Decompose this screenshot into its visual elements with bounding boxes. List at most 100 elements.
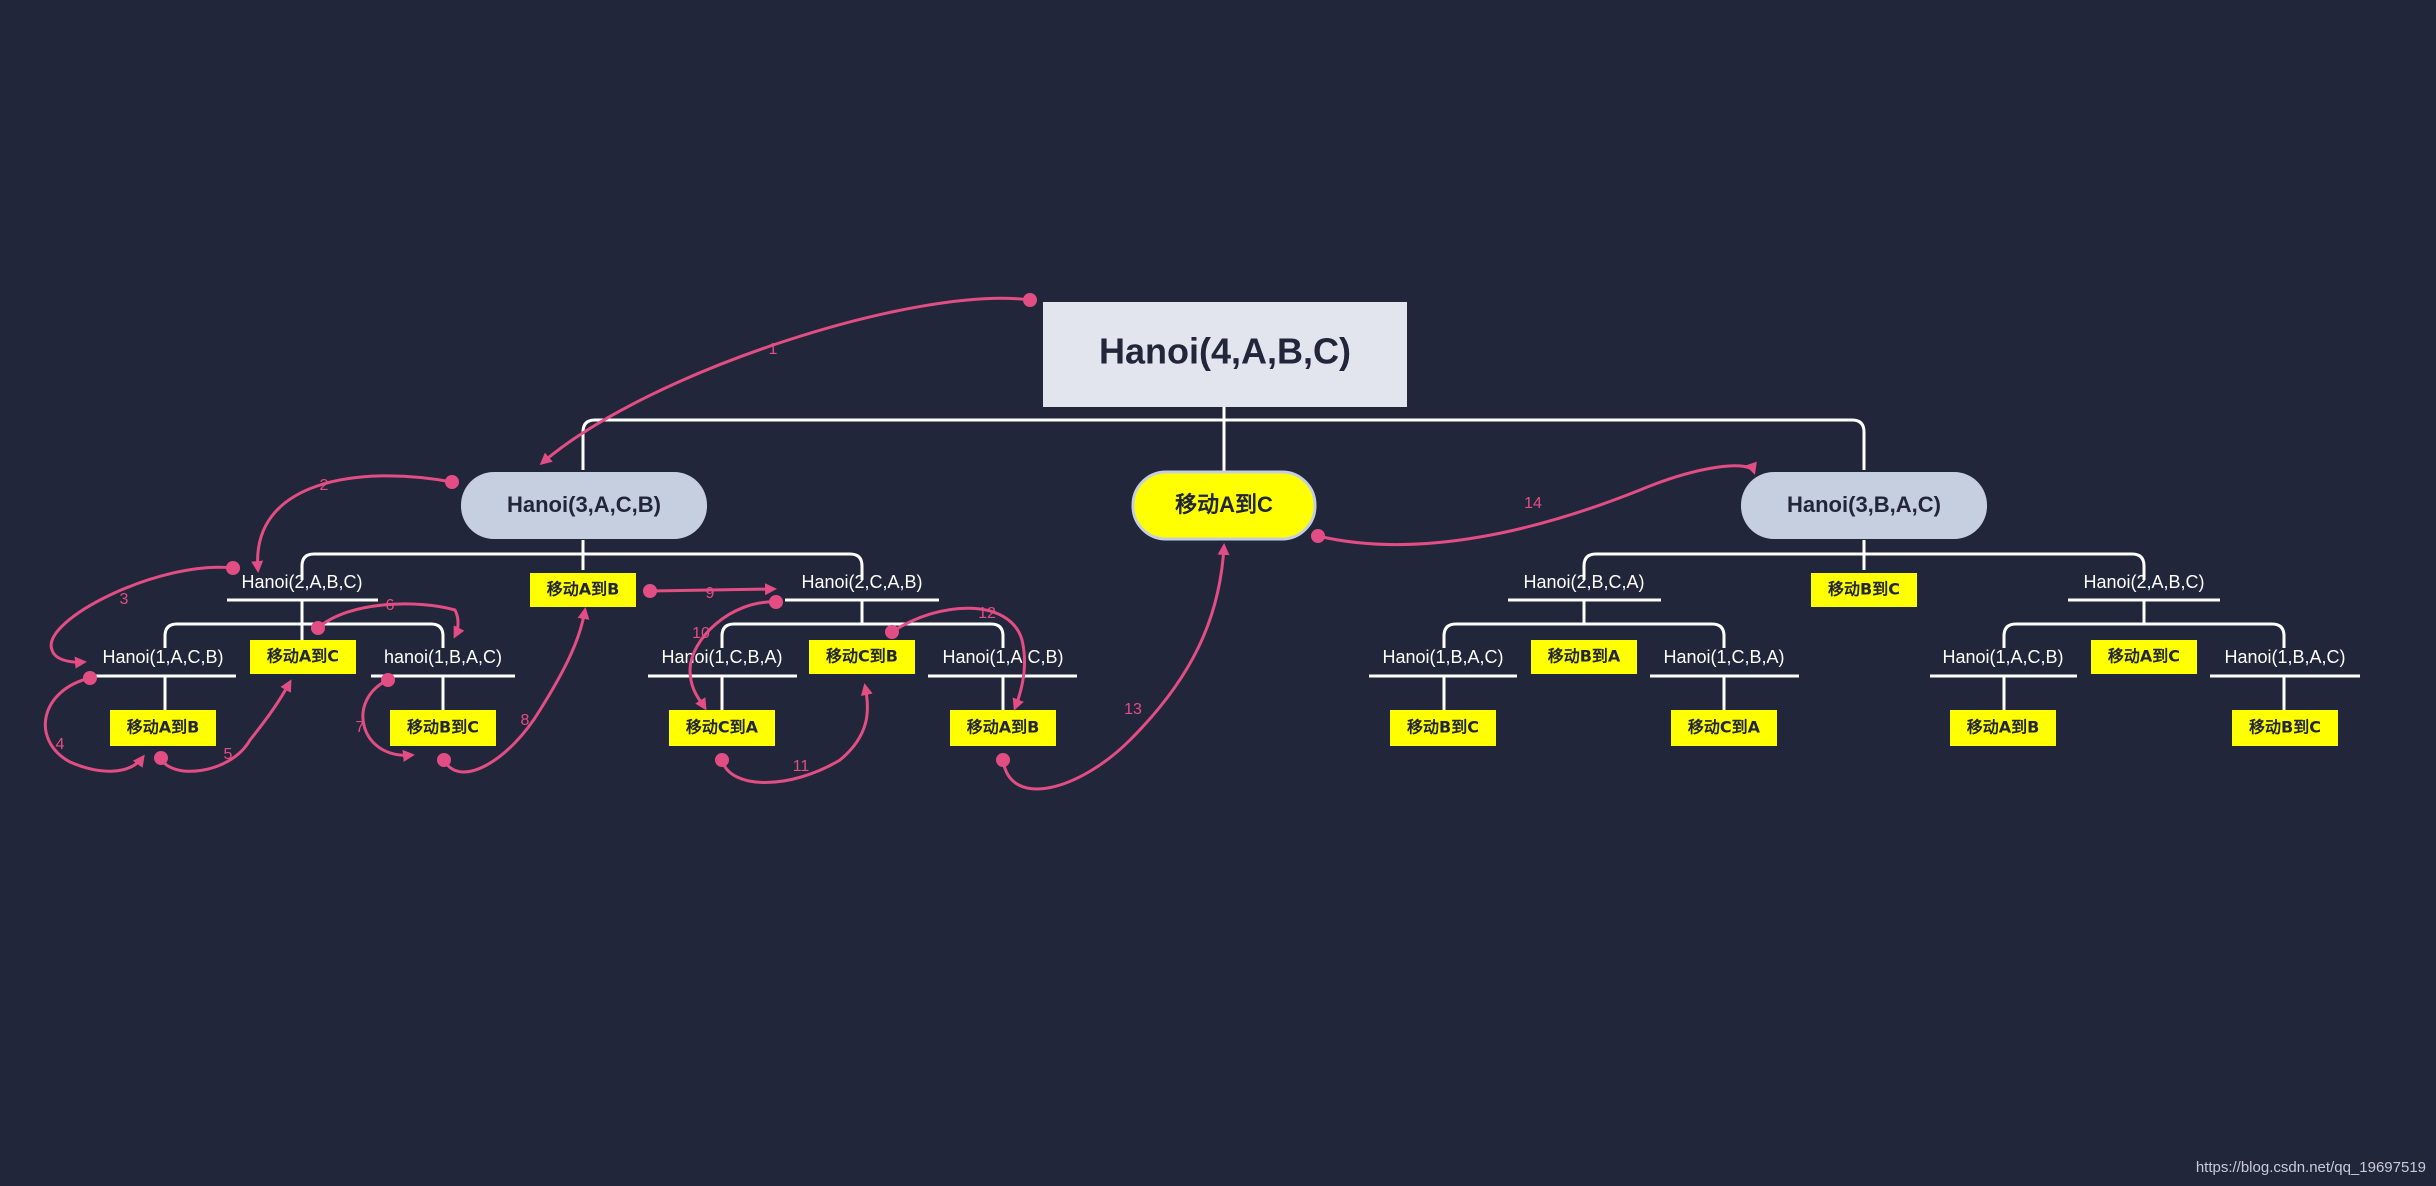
move-node[interactable]: 移动C到B [809,640,915,674]
arrow-start-dots [83,293,1325,767]
step-number: 14 [1524,495,1542,512]
move-node[interactable]: 移动B到A [1531,640,1637,674]
move-node-box [809,640,915,674]
move-leaf-label: 移动B到C [2249,718,2321,737]
move-leaf-label: 移动C到A [686,718,759,737]
arrow-step-7 [361,678,415,762]
watermark-url: https://blog.csdn.net/qq_19697519 [2195,1159,2426,1176]
step-number: 5 [224,746,233,763]
step-numbers: 1 2 3 4 5 6 7 8 9 10 11 12 13 14 [56,341,1542,775]
level1-node-hanoi-3-bac[interactable]: Hanoi(3,B,A,C) [1741,472,1987,539]
arrow-step-10 [688,600,777,711]
move-leaf-label: 移动A到B [127,718,200,737]
step-number: 13 [1124,701,1142,718]
step-number: 9 [706,585,715,602]
move-node[interactable]: 移动A到B [530,573,636,607]
move-node-box [1811,573,1917,607]
arrow-step-6 [317,602,465,639]
move-leaf-box [390,710,496,746]
root-node-box [1043,302,1407,407]
step-number: 7 [356,719,365,736]
arrow-step-1 [539,296,1031,465]
call-node-label[interactable]: Hanoi(1,A,C,B) [1942,647,2063,667]
move-leaf[interactable]: 移动A到B [110,710,216,746]
call-node-label[interactable]: Hanoi(2,B,C,A) [1523,572,1644,592]
move-leaf-box [1390,710,1496,746]
arrow-step-8 [442,607,590,774]
move-node-label: 移动B到A [1548,647,1621,666]
call-node-label[interactable]: Hanoi(1,A,C,B) [102,647,223,667]
move-leaf-box [950,710,1056,746]
move-node-label: 移动C到B [826,647,898,666]
move-node-box [250,640,356,674]
move-leaf-box [1671,710,1777,746]
call-node-label[interactable]: Hanoi(1,A,C,B) [942,647,1063,667]
arrow-step-9 [649,583,777,596]
move-node-label: 移动A到C [267,647,339,666]
move-leaf-label: 移动A到B [967,718,1040,737]
root-node[interactable]: Hanoi(4,A,B,C) [1043,302,1407,407]
move-leaf-label: 移动B到C [407,718,479,737]
move-leaf-label: 移动C到A [1688,718,1761,737]
arrow-step-3 [49,565,234,669]
call-node-label[interactable]: hanoi(1,B,A,C) [384,647,502,667]
move-node-box [530,573,636,607]
step-number: 12 [978,605,996,622]
move-node-box [2091,640,2197,674]
move-node[interactable]: 移动B到C [1811,573,1917,607]
arrow-step-14 [1317,461,1757,547]
move-leaf-label: 移动B到C [1407,718,1479,737]
move-leaf[interactable]: 移动C到A [669,710,775,746]
level1-node-move-a-c[interactable]: 移动A到C [1131,470,1317,541]
move-node-box [1531,640,1637,674]
call-node-label[interactable]: Hanoi(1,C,B,A) [661,647,782,667]
call-node-label[interactable]: Hanoi(2,C,A,B) [801,572,922,592]
level1-move-label: 移动A到C [1175,492,1273,517]
level1-node-hanoi-3-acb[interactable]: Hanoi(3,A,C,B) [461,472,707,539]
move-leaf-box [110,710,216,746]
move-leaf[interactable]: 移动B到C [390,710,496,746]
move-leaf[interactable]: 移动B到C [1390,710,1496,746]
step-number: 11 [793,758,810,775]
move-leaf[interactable]: 移动A到B [1950,710,2056,746]
level1-node-label: Hanoi(3,B,A,C) [1787,492,1941,517]
move-leaf-box [1950,710,2056,746]
step-number: 2 [320,477,329,494]
arrow-step-12 [891,606,1026,711]
move-node-label: 移动A到B [547,580,620,599]
move-node[interactable]: 移动A到C [2091,640,2197,674]
arrow-step-5 [159,679,292,773]
arrow-step-2 [251,474,453,573]
step-number: 1 [769,341,778,358]
call-node-label[interactable]: Hanoi(2,A,B,C) [2083,572,2204,592]
move-node[interactable]: 移动A到C [250,640,356,674]
level1-node-label: Hanoi(3,A,C,B) [507,492,661,517]
step-number: 6 [386,597,395,614]
move-node-label: 移动B到C [1828,580,1900,599]
level1-node-box [1741,472,1987,539]
move-leaf[interactable]: 移动A到B [950,710,1056,746]
call-node-label[interactable]: Hanoi(1,C,B,A) [1663,647,1784,667]
move-leaf-box [669,710,775,746]
arrow-step-13 [1001,543,1230,791]
step-number: 10 [692,625,710,642]
call-node-label[interactable]: Hanoi(2,A,B,C) [241,572,362,592]
move-leaf[interactable]: 移动C到A [1671,710,1777,746]
root-node-label: Hanoi(4,A,B,C) [1099,331,1351,372]
move-leaf[interactable]: 移动B到C [2232,710,2338,746]
call-node-label[interactable]: Hanoi(1,B,A,C) [2224,647,2345,667]
level1-node-box [461,472,707,539]
tree-connectors [95,407,2360,712]
arrow-step-4 [43,676,145,773]
arrow-step-11 [720,683,873,784]
move-leaf-box [2232,710,2338,746]
traversal-arrows [43,296,1757,791]
level1-move-box [1131,470,1317,541]
step-number: 4 [56,736,65,753]
move-leaf-label: 移动A到B [1967,718,2040,737]
step-number: 3 [120,591,129,608]
call-node-label[interactable]: Hanoi(1,B,A,C) [1382,647,1503,667]
move-node-label: 移动A到C [2108,647,2180,666]
